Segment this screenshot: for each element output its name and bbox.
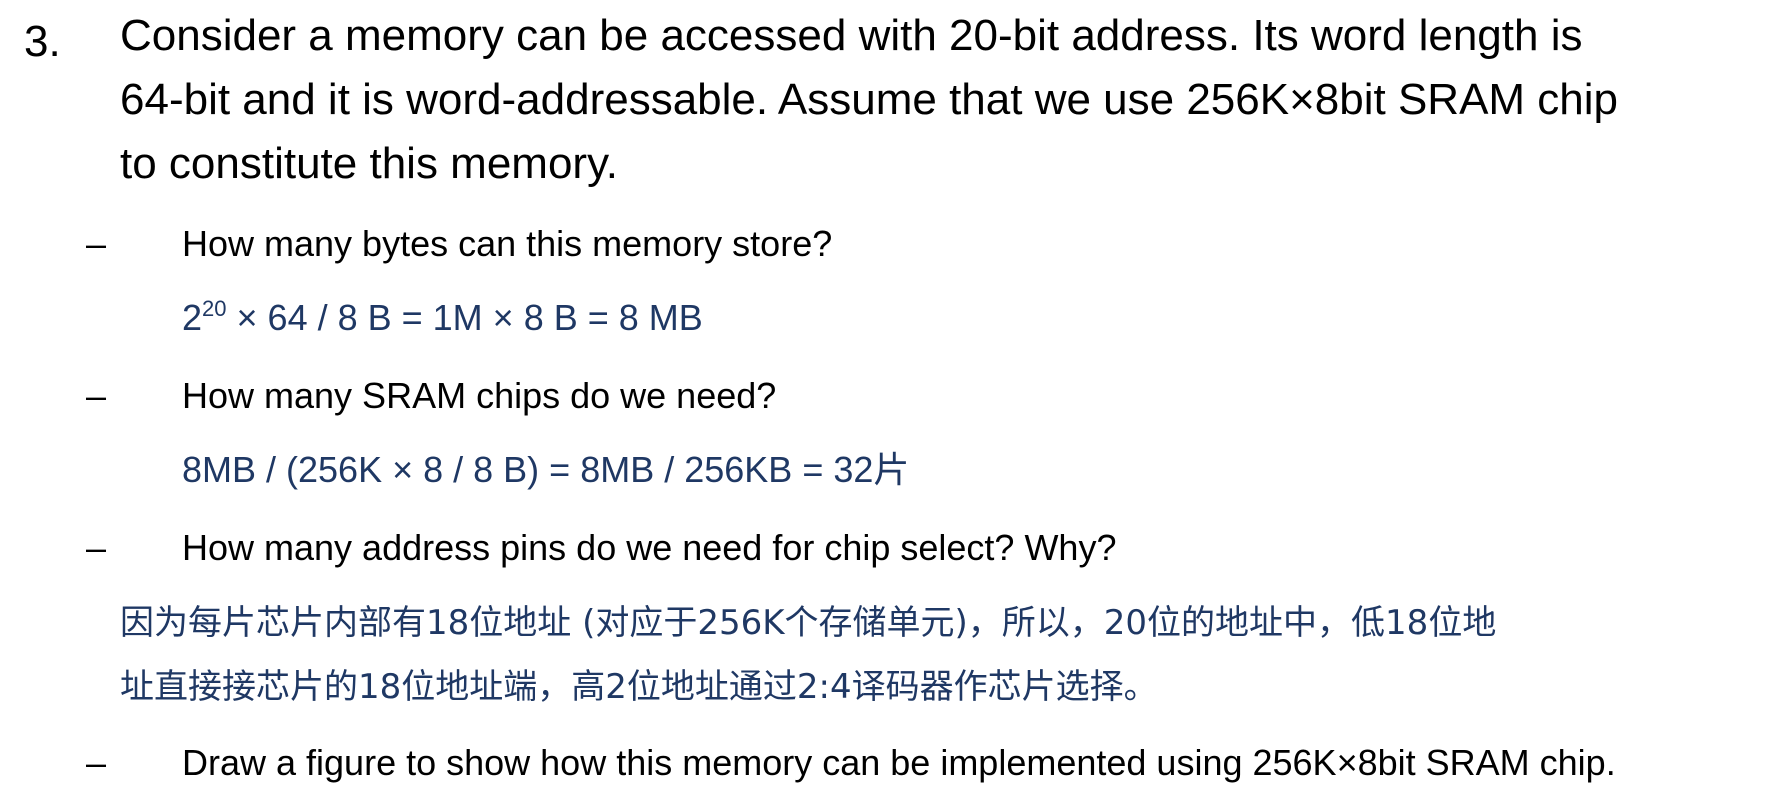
bullet-dash-2: – — [86, 375, 107, 416]
question-line-3: to constitute this memory. — [120, 139, 619, 188]
subquestion-1: How many bytes can this memory store? — [182, 223, 833, 264]
answer-3: 因为每片芯片内部有18位地址 (对应于256K个存储单元)，所以，20位的地址中… — [120, 591, 1780, 719]
question-line-1: Consider a memory can be accessed with 2… — [120, 11, 1583, 60]
answer-1-exponent: 20 — [202, 296, 227, 321]
answer-2: 8MB / (256K × 8 / 8 B) = 8MB / 256KB = 3… — [182, 449, 910, 490]
answer-1-base: 2 — [182, 297, 203, 338]
answer-3-line-2: 址直接接芯片的18位地址端，高2位地址通过2:4译码器作芯片选择。 — [120, 667, 1158, 707]
question-number: 3. — [24, 17, 61, 66]
question-line-2: 64-bit and it is word-addressable. Assum… — [120, 75, 1619, 124]
subquestion-2: How many SRAM chips do we need? — [182, 375, 777, 416]
question-text: Consider a memory can be accessed with 2… — [120, 4, 1780, 196]
bullet-dash-4: – — [86, 742, 107, 783]
subquestion-4: Draw a figure to show how this memory ca… — [182, 742, 1616, 783]
subquestion-3: How many address pins do we need for chi… — [182, 527, 1117, 568]
answer-3-line-1: 因为每片芯片内部有18位地址 (对应于256K个存储单元)，所以，20位的地址中… — [120, 603, 1497, 643]
answer-1: 220 × 64 / 8 B = 1M × 8 B = 8 MB — [182, 294, 703, 342]
bullet-dash-1: – — [86, 223, 107, 264]
bullet-dash-3: – — [86, 527, 107, 568]
answer-1-rest: × 64 / 8 B = 1M × 8 B = 8 MB — [226, 297, 703, 338]
